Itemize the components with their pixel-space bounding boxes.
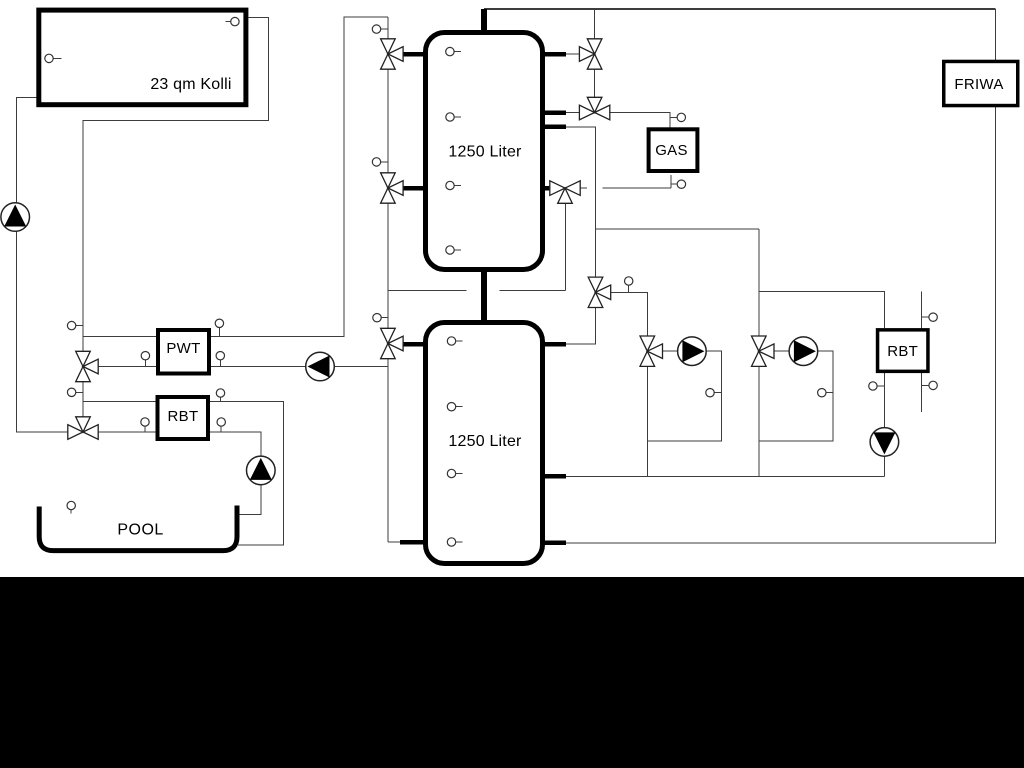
svg-text:FRIWA: FRIWA <box>954 76 1003 93</box>
svg-text:POOL: POOL <box>117 522 163 539</box>
svg-text:1250 Liter: 1250 Liter <box>448 144 522 161</box>
svg-text:RBT: RBT <box>887 343 918 360</box>
svg-text:1250 Liter: 1250 Liter <box>448 433 522 450</box>
svg-text:PWT: PWT <box>166 340 200 357</box>
svg-text:RBT: RBT <box>168 408 199 425</box>
svg-text:GAS: GAS <box>655 142 688 159</box>
svg-text:23 qm Kolli: 23 qm Kolli <box>150 76 231 93</box>
